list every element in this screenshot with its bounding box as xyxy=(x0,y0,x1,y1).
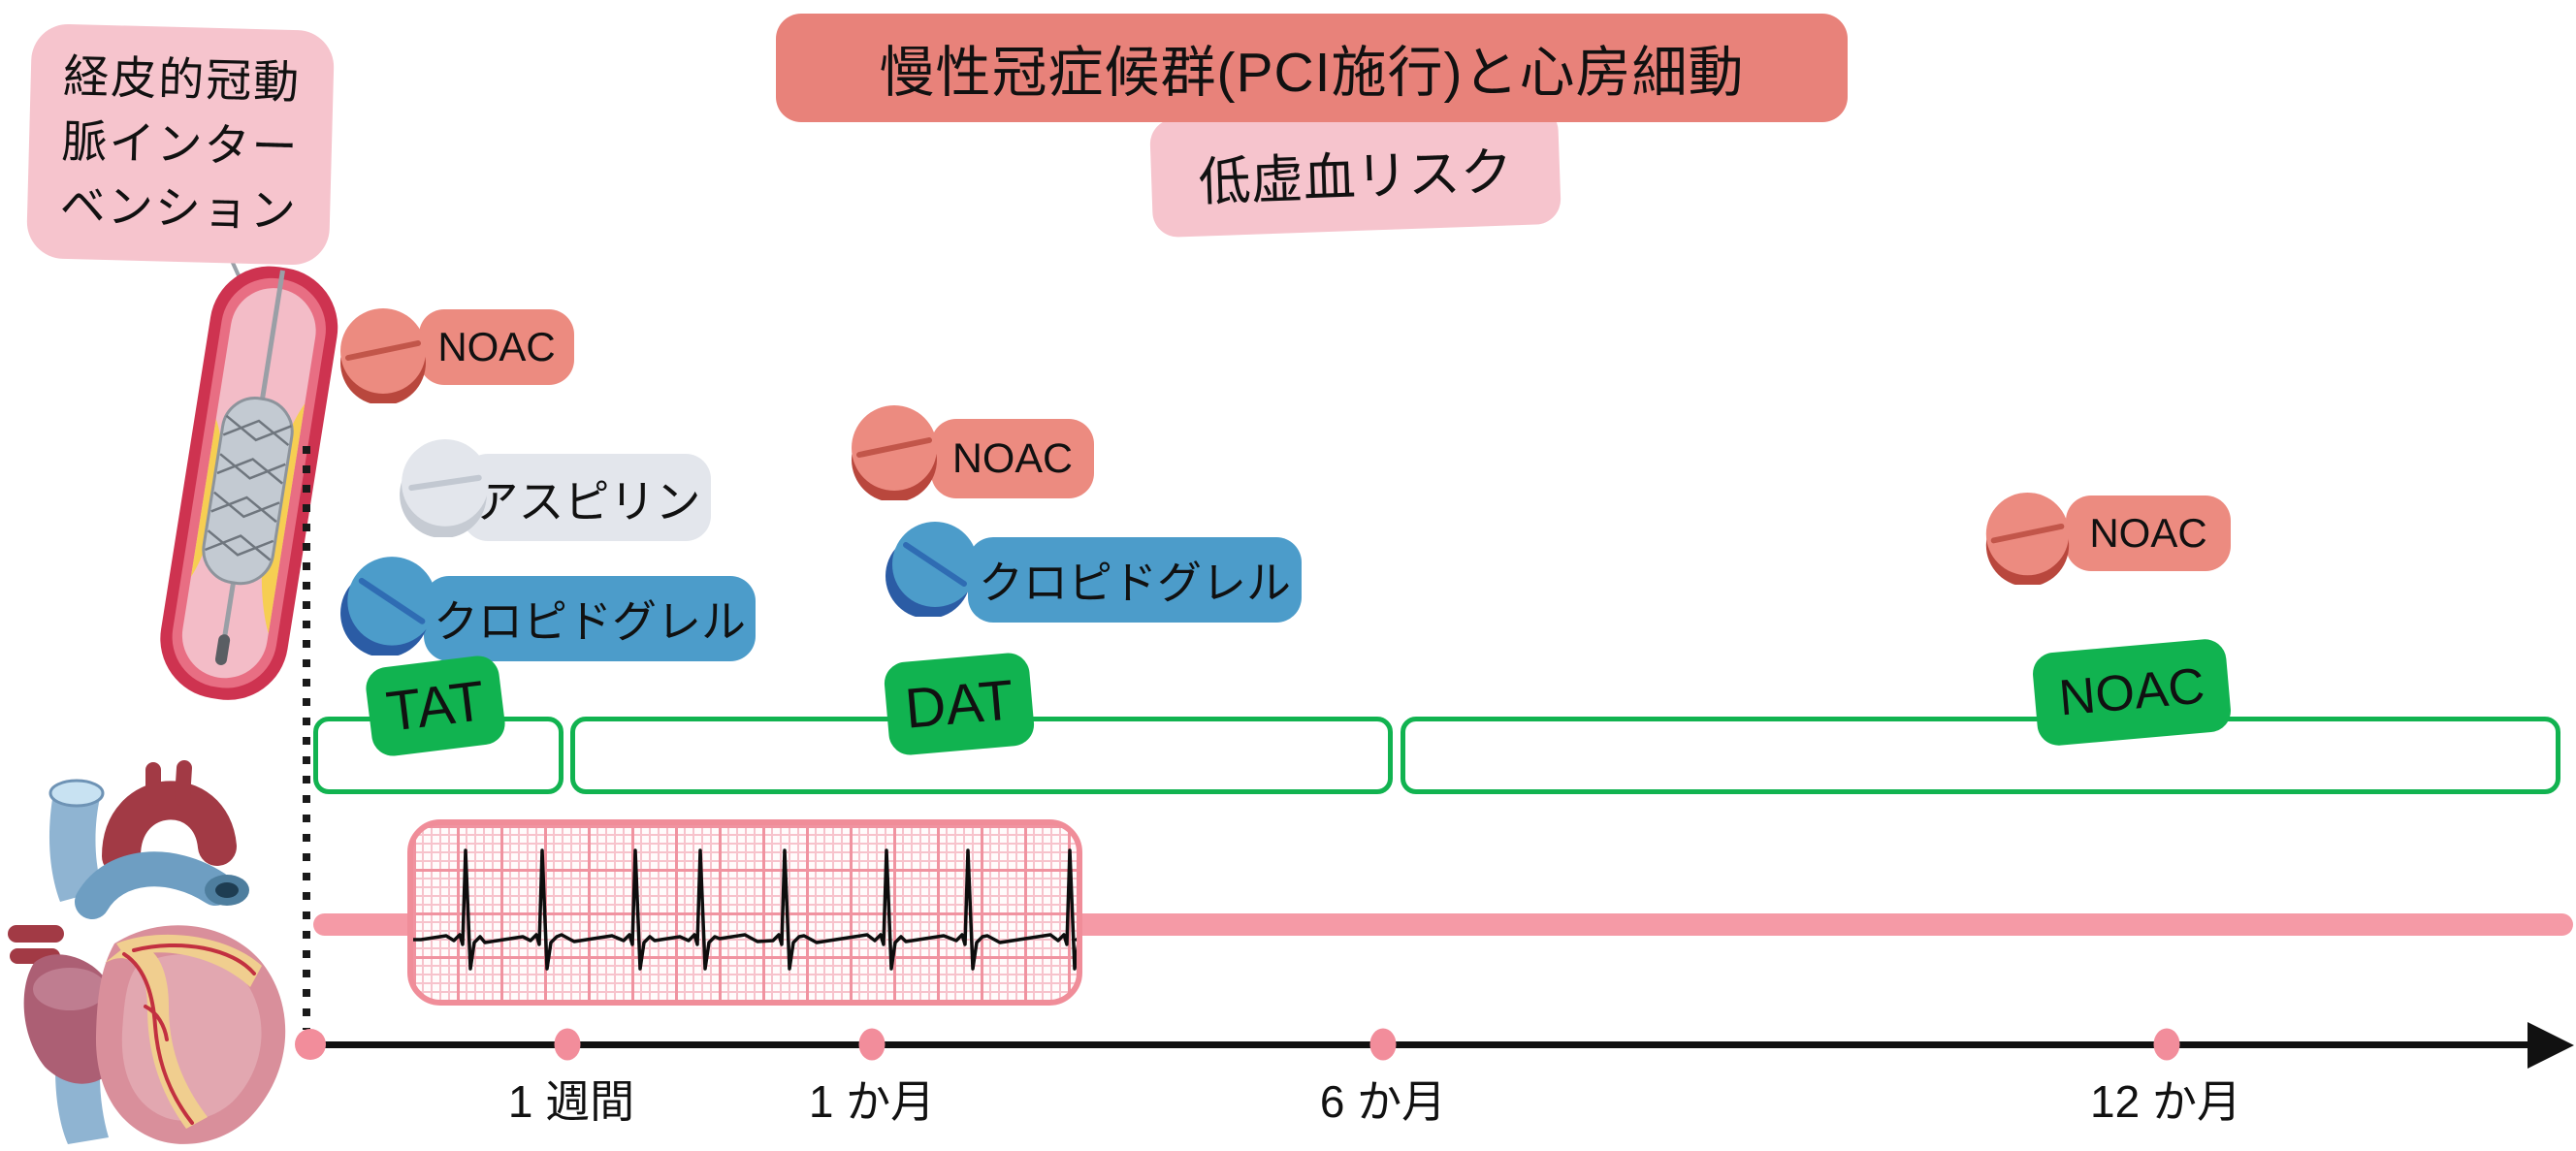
pci-time-marker-line xyxy=(303,446,310,1030)
timeline-label-1week: 1 週間 xyxy=(508,1067,634,1131)
timeline-dot-6months xyxy=(1369,1028,1397,1061)
diagram-title-text: 慢性冠症候群(PCI施行)と心房細動 xyxy=(879,42,1745,104)
clopidogrel-label-phase2-text: クロピドグレル xyxy=(979,558,1291,608)
heart-illustration xyxy=(8,760,286,1144)
noac-label-phase2-text: NOAC xyxy=(951,434,1074,482)
clopidogrel-pill-icon-phase2 xyxy=(886,522,978,617)
noac-label-phase2: NOAC xyxy=(931,419,1094,498)
risk-label: 低虚血リスク xyxy=(1148,105,1562,239)
timeline-axis xyxy=(310,1041,2533,1048)
pci-label-line2: 脈インター xyxy=(60,114,301,173)
timeline-dot-1month xyxy=(858,1028,886,1061)
ecg-path xyxy=(413,848,1077,971)
aspirin-pill-icon xyxy=(400,439,489,537)
pci-label-box: 経皮的冠動 脈インター ベンション xyxy=(25,22,336,267)
timeline-label-12months: 12 か月 xyxy=(2090,1067,2241,1131)
noac-tag: NOAC xyxy=(2031,637,2233,748)
noac-pill-icon-phase2 xyxy=(852,405,937,500)
timeline-label-1month: 1 か月 xyxy=(809,1067,935,1131)
clopidogrel-pill-icon-phase1 xyxy=(340,557,436,655)
timeline-arrowhead-icon xyxy=(2528,1022,2574,1069)
stent-vessel-illustration xyxy=(160,266,338,700)
risk-label-text: 低虚血リスク xyxy=(1197,142,1514,212)
noac-tag-text: NOAC xyxy=(2056,657,2207,727)
timeline-dot-12months xyxy=(2153,1028,2180,1061)
diagram-title: 慢性冠症候群(PCI施行)と心房細動 xyxy=(776,14,1848,122)
tat-tag: TAT xyxy=(363,653,508,759)
timeline-label-6months-text: 6 か月 xyxy=(1319,1076,1447,1127)
noac-pill-icon-phase3 xyxy=(1985,492,2070,585)
dat-tag: DAT xyxy=(883,651,1036,757)
period-box-noac xyxy=(1401,717,2560,794)
clopidogrel-label-phase2: クロピドグレル xyxy=(968,537,1302,623)
tat-tag-text: TAT xyxy=(382,668,489,744)
ecg-trace xyxy=(413,848,1077,971)
noac-pill-icon xyxy=(340,308,426,403)
aspirin-label-text: アスピリン xyxy=(472,475,701,528)
timeline-label-6months: 6 か月 xyxy=(1320,1067,1446,1131)
timeline-label-1month-text: 1 か月 xyxy=(808,1076,936,1127)
clopidogrel-label-phase1-text: クロピドグレル xyxy=(434,596,746,647)
noac-label-phase1-text: NOAC xyxy=(437,324,556,369)
timeline-label-1week-text: 1 週間 xyxy=(507,1076,635,1127)
noac-label-phase3-text: NOAC xyxy=(2089,510,2207,556)
timeline-dot-start xyxy=(295,1029,326,1060)
noac-label-phase1: NOAC xyxy=(419,309,574,385)
dat-tag-text: DAT xyxy=(902,667,1016,741)
timeline-dot-1week xyxy=(554,1028,581,1061)
aspirin-label: アスピリン xyxy=(463,454,711,541)
clopidogrel-label-phase1: クロピドグレル xyxy=(424,576,756,661)
pci-label-line1: 経皮的冠動 xyxy=(62,49,302,109)
timeline-label-12months-text: 12 か月 xyxy=(2090,1076,2241,1127)
pci-label-line3: ベンション xyxy=(59,179,299,238)
noac-label-phase3: NOAC xyxy=(2066,496,2231,571)
ecg-strip-panel xyxy=(407,819,1082,1006)
